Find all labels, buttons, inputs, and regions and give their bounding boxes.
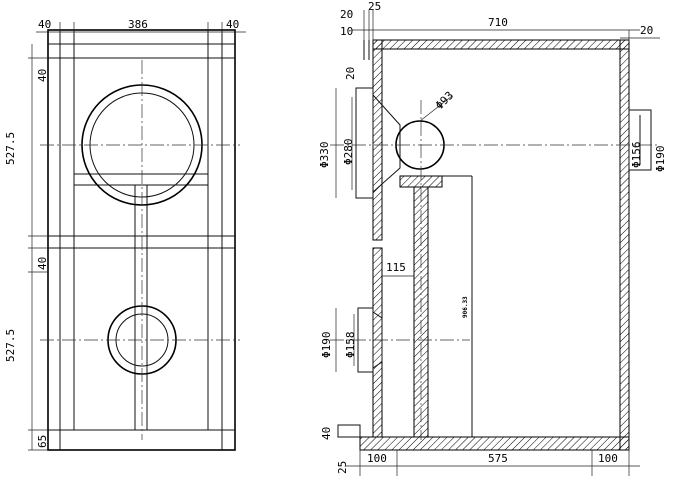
- side-dim-190-right: Φ190: [654, 146, 667, 173]
- side-dim-left-20: 20: [344, 67, 357, 80]
- front-dim-top-left: 40: [38, 18, 51, 31]
- side-right-wall: [619, 39, 630, 451]
- side-dim-156: Φ156: [630, 142, 643, 169]
- side-dim-115: 115: [386, 261, 406, 274]
- side-dim-bottom-100-a: 100: [367, 452, 387, 465]
- side-large-driver-cone: [372, 94, 401, 193]
- side-dim-top-20-right: 20: [640, 24, 653, 37]
- side-baffle-wall-lower: [372, 247, 383, 438]
- side-dim-158: Φ158: [344, 332, 357, 359]
- front-dim-top-right: 40: [226, 18, 239, 31]
- side-dim-bottom-575: 575: [488, 452, 508, 465]
- side-dim-top-25: 25: [368, 0, 381, 13]
- side-dim-330: Φ330: [318, 142, 331, 169]
- side-dim-top-10: 10: [340, 25, 353, 38]
- side-dim-bottom-25: 25: [336, 461, 349, 474]
- front-view: 40 386 40 40 527.5 40 527.5 65: [4, 18, 246, 451]
- side-dim-top-20: 20: [340, 8, 353, 21]
- side-dim-93: Φ93: [433, 89, 456, 112]
- front-dim-left-527-a: 527.5: [4, 132, 17, 165]
- side-view: 20 25 10 710 20 20 Φ330 Φ280 Φ93 Φ156 Φ1…: [318, 0, 667, 476]
- front-dim-left-40-b: 40: [36, 257, 49, 270]
- front-outer-frame: [47, 29, 236, 451]
- front-dim-left-527-b: 527.5: [4, 329, 17, 362]
- side-baffle-wall-upper: [372, 39, 383, 241]
- side-dim-280: Φ280: [342, 139, 355, 166]
- side-top-wall: [372, 39, 630, 50]
- front-dim-top-mid: 386: [128, 18, 148, 31]
- side-dim-bottom-40: 40: [320, 427, 333, 440]
- side-dim-top-710: 710: [488, 16, 508, 29]
- side-large-driver-flange: [355, 87, 374, 199]
- side-port-outer: [628, 109, 652, 171]
- front-dim-left-40-a: 40: [36, 69, 49, 82]
- side-dim-bottom-100-b: 100: [598, 452, 618, 465]
- side-foot: [337, 424, 361, 438]
- front-dim-left-65: 65: [36, 435, 49, 448]
- side-dim-190-left: Φ190: [320, 332, 333, 359]
- side-bottom-wall: [359, 436, 630, 451]
- side-dim-tube: 906.33: [462, 296, 469, 318]
